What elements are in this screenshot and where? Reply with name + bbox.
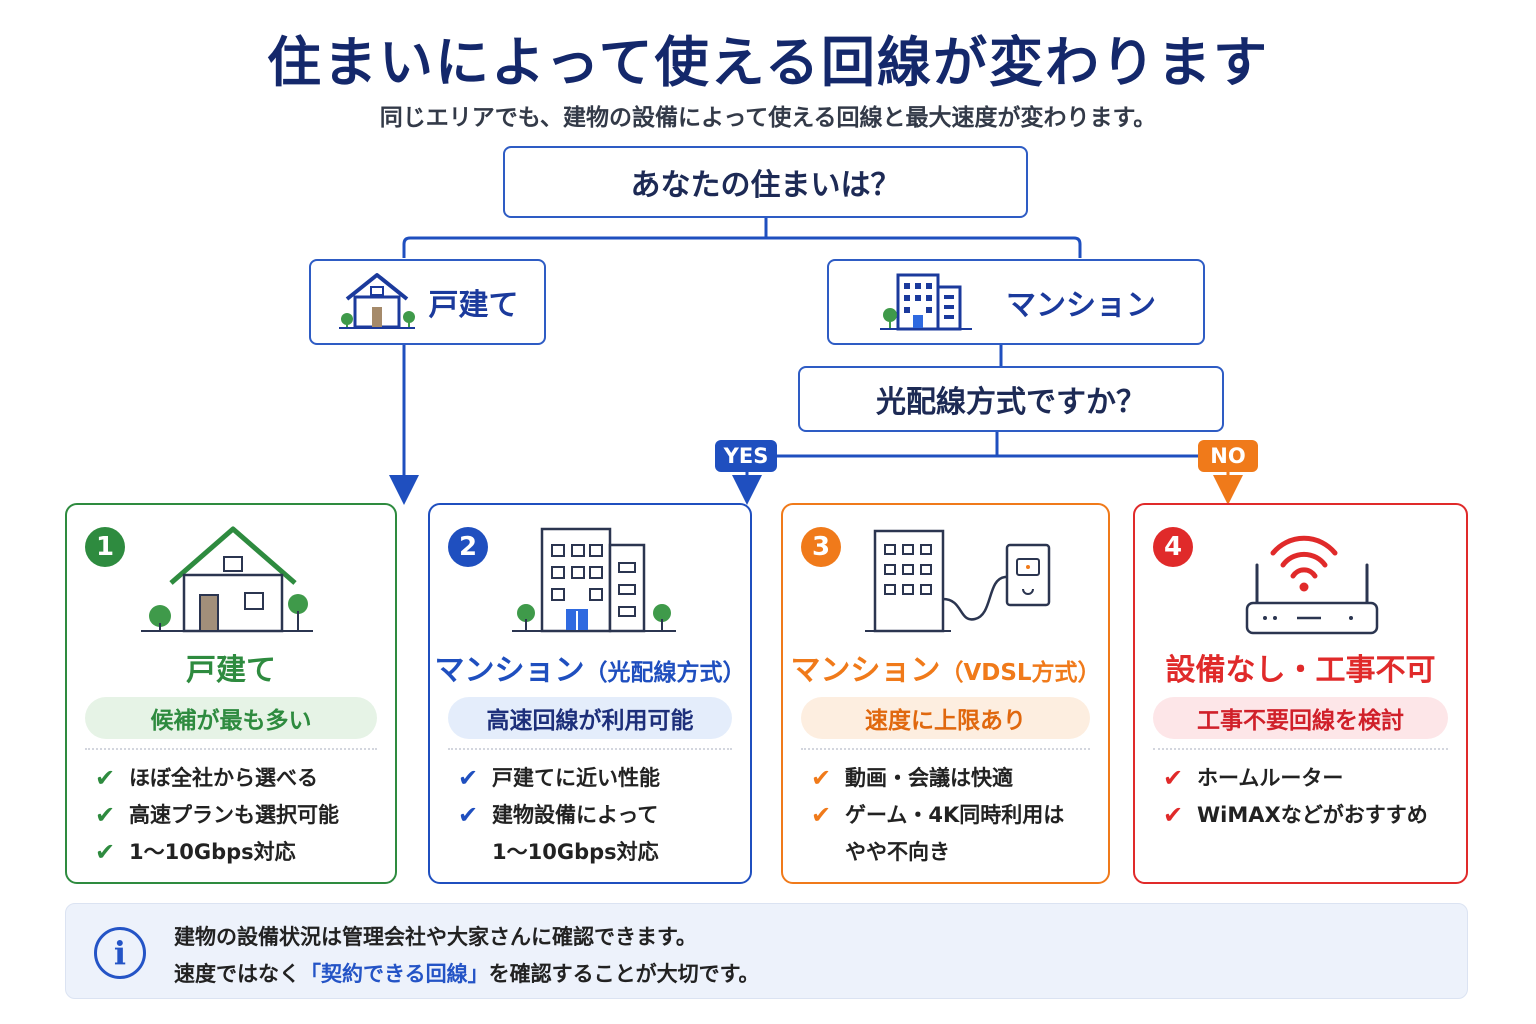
card-divider	[85, 748, 377, 750]
checkmark-icon: ✔	[1163, 801, 1184, 829]
apartment-building-icon	[880, 273, 972, 331]
card-title-sub: （光配線方式）	[584, 660, 746, 686]
info-note: i 建物の設備状況は管理会社や大家さんに確認できます。 速度ではなく「契約できる…	[65, 903, 1468, 999]
card-check-list: ✔ ホームルーター ✔ WiMAXなどがおすすめ	[1163, 760, 1456, 834]
check-item: ✔ ホームルーター	[1163, 760, 1456, 797]
info-icon: i	[94, 927, 146, 979]
check-item: ✔ 戸建てに近い性能	[458, 760, 740, 797]
card-title-sub: （VDSL方式）	[940, 660, 1101, 686]
check-text: ほぼ全社から選べる	[129, 766, 318, 790]
apartment-building-icon	[512, 527, 676, 633]
card-number: 3	[801, 527, 841, 567]
check-item: ✔ 動画・会議は快適	[811, 760, 1098, 797]
check-item: ✔ 1〜10Gbps対応	[95, 834, 385, 871]
card-title-main: マンション	[434, 653, 585, 688]
card-pill: 工事不要回線を検討	[1153, 697, 1448, 739]
house-icon	[141, 526, 313, 633]
note-text: を確認することが大切です。	[488, 962, 760, 986]
branch-mansion-label: マンション	[1006, 288, 1156, 323]
card-divider	[801, 748, 1090, 750]
card-no-equipment: 4 設備なし・工事不可 工事不要回線を検討 ✔ ホームルーター ✔ WiMAXなどが…	[1133, 503, 1468, 884]
card-check-list: ✔ 戸建てに近い性能 ✔ 建物設備によって 1〜10Gbps対応	[458, 760, 740, 871]
house-icon	[338, 273, 415, 329]
branch-house-label: 戸建て	[428, 288, 519, 323]
card-title-main: 戸建て	[186, 653, 276, 688]
card-title-main: 設備なし・工事不可	[1165, 653, 1436, 688]
check-text: 建物設備によって 1〜10Gbps対応	[492, 803, 659, 864]
page-title: 住まいによって使える回線が変わります	[266, 31, 1270, 94]
card-pill: 速度に上限あり	[801, 697, 1090, 739]
check-item: ✔ ゲーム・4K同時利用は やや不向き	[811, 797, 1098, 871]
card-number: 4	[1153, 527, 1193, 567]
root-question: あなたの住まいは？	[503, 146, 1028, 218]
note-text: 速度ではなく	[174, 962, 300, 986]
card-pill: 候補が最も多い	[85, 697, 377, 739]
card-mansion-fiber: 2 マンション（光配線方式） 高速回線が利用可能 ✔ 戸建てに近い性能 ✔ 建物設備…	[428, 503, 752, 884]
checkmark-icon: ✔	[95, 801, 116, 829]
check-text: 1〜10Gbps対応	[129, 840, 296, 864]
branch-mansion: マンション	[827, 259, 1205, 345]
card-title: 戸建て	[67, 645, 395, 689]
check-text: 動画・会議は快適	[845, 766, 1013, 790]
fiber-question: 光配線方式ですか？	[798, 366, 1224, 432]
building-with-phone-outlet-icon	[865, 529, 1051, 633]
card-number: 2	[448, 527, 488, 567]
card-title: 設備なし・工事不可	[1135, 645, 1466, 689]
card-mansion-vdsl: 3 マンション（VDSL方式） 速度に上限あり ✔ 動画・会議は快適 ✔ ゲーム・4…	[781, 503, 1110, 884]
card-title: マンション（光配線方式）	[430, 645, 750, 689]
note-line-2: 速度ではなく「契約できる回線」を確認することが大切です。	[174, 958, 760, 988]
no-tag: NO	[1198, 440, 1258, 472]
check-item: ✔ ほぼ全社から選べる	[95, 760, 385, 797]
checkmark-icon: ✔	[811, 801, 832, 829]
yes-tag: YES	[715, 440, 777, 472]
card-divider	[448, 748, 732, 750]
check-text: ゲーム・4K同時利用は やや不向き	[845, 803, 1065, 864]
branch-house: 戸建て	[309, 259, 546, 345]
check-item: ✔ 建物設備によって 1〜10Gbps対応	[458, 797, 740, 871]
card-number: 1	[85, 527, 125, 567]
card-house: 1 戸建て 候補が最も多い ✔ ほぼ全社から選べる ✔ 高速プランも選択可能 ✔ 1〜…	[65, 503, 397, 884]
check-item: ✔ WiMAXなどがおすすめ	[1163, 797, 1456, 834]
note-highlight: 「契約できる回線」	[300, 962, 489, 986]
checkmark-icon: ✔	[95, 764, 116, 792]
wifi-router-icon	[1245, 535, 1379, 635]
card-check-list: ✔ 動画・会議は快適 ✔ ゲーム・4K同時利用は やや不向き	[811, 760, 1098, 871]
card-pill: 高速回線が利用可能	[448, 697, 732, 739]
note-line-1: 建物の設備状況は管理会社や大家さんに確認できます。	[174, 925, 697, 949]
page-subtitle: 同じエリアでも、建物の設備によって使える回線と最大速度が変わります。	[379, 105, 1157, 131]
check-text: 戸建てに近い性能	[492, 766, 660, 790]
checkmark-icon: ✔	[811, 764, 832, 792]
card-divider	[1153, 748, 1448, 750]
checkmark-icon: ✔	[458, 764, 479, 792]
card-check-list: ✔ ほぼ全社から選べる ✔ 高速プランも選択可能 ✔ 1〜10Gbps対応	[95, 760, 385, 871]
checkmark-icon: ✔	[458, 801, 479, 829]
checkmark-icon: ✔	[1163, 764, 1184, 792]
check-item: ✔ 高速プランも選択可能	[95, 797, 385, 834]
card-title: マンション（VDSL方式）	[783, 645, 1108, 689]
card-title-main: マンション	[790, 653, 941, 688]
check-text: 高速プランも選択可能	[129, 803, 339, 827]
check-text: WiMAXなどがおすすめ	[1197, 803, 1428, 827]
check-text: ホームルーター	[1197, 766, 1344, 790]
checkmark-icon: ✔	[95, 838, 116, 866]
